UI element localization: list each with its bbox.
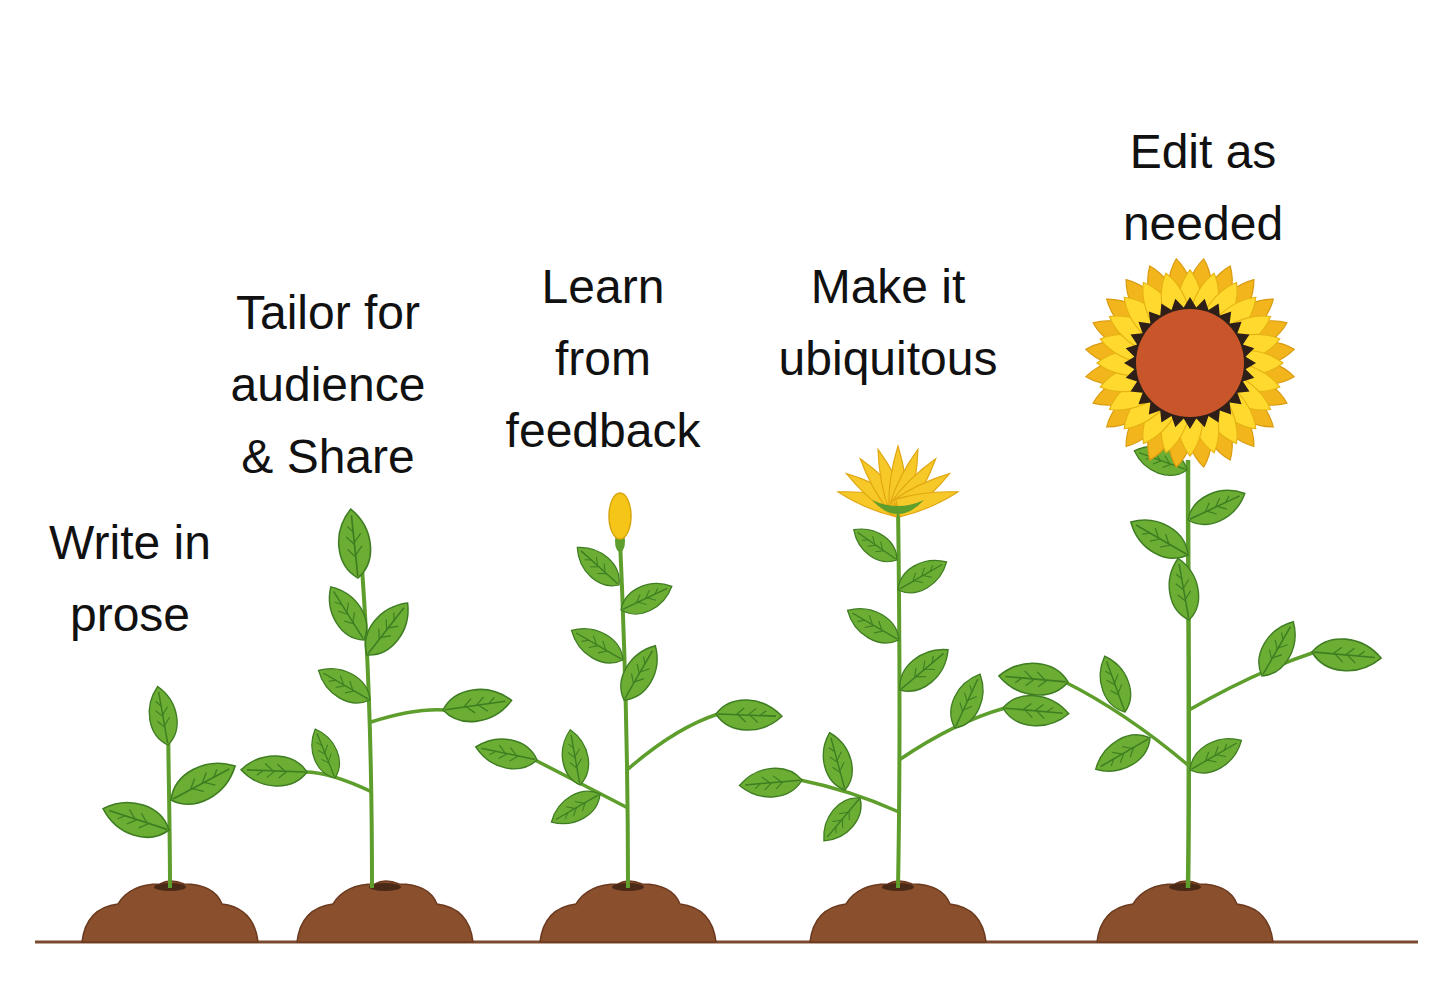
stem	[898, 505, 900, 888]
flowering-plant	[738, 446, 1070, 888]
soil-mound	[1097, 881, 1273, 942]
leaf	[312, 659, 377, 712]
sunflower-head	[1084, 257, 1296, 469]
seed-center	[1136, 309, 1244, 417]
stem	[620, 540, 628, 888]
leaf	[817, 729, 858, 793]
leaf	[612, 639, 668, 708]
leaf	[892, 551, 953, 601]
leaf	[335, 507, 374, 579]
leaf	[98, 794, 174, 845]
leaf	[841, 599, 906, 652]
leaf	[891, 639, 957, 701]
leaf	[998, 660, 1070, 697]
leaf	[144, 684, 181, 747]
leaf	[1092, 652, 1138, 717]
seed-ring	[1124, 297, 1256, 429]
stem	[1186, 460, 1191, 888]
branch	[1189, 652, 1315, 710]
soil-mound	[810, 881, 986, 942]
young-plant	[241, 507, 514, 888]
leaf	[1002, 693, 1070, 729]
leaf	[943, 668, 993, 733]
leaf	[814, 790, 870, 849]
leaf	[1089, 726, 1158, 782]
leaf	[473, 733, 540, 774]
stage-label: Edit as needed	[1083, 116, 1323, 260]
leaf	[558, 728, 593, 788]
leaf	[565, 619, 630, 672]
stage-label: Learn from feedback	[493, 251, 713, 467]
soil-mound	[297, 881, 473, 942]
soil-hole	[1169, 883, 1201, 891]
leaf	[715, 699, 782, 731]
leaf	[1250, 615, 1306, 684]
soil-mound	[82, 881, 258, 942]
branch	[305, 772, 372, 792]
leaf	[569, 538, 628, 594]
leaf	[441, 685, 514, 726]
sunflower-plant	[998, 257, 1383, 888]
leaf	[241, 755, 308, 787]
leaf	[616, 575, 678, 622]
stage-label: Tailor for audience & Share	[213, 277, 443, 493]
leaf	[1123, 509, 1195, 568]
branch	[627, 714, 718, 770]
sepal	[872, 500, 924, 514]
leaf	[304, 725, 346, 783]
leaf	[163, 751, 243, 814]
soil-mound	[540, 881, 716, 942]
flower-bud	[609, 493, 631, 539]
leaf	[355, 594, 419, 664]
leaf	[1182, 481, 1251, 533]
leaf	[738, 766, 803, 800]
leaf	[1183, 729, 1248, 782]
seedling	[98, 684, 243, 888]
small-flower	[836, 446, 960, 517]
stage-label: Make it ubiquitous	[748, 251, 1028, 395]
stage-label: Write in prose	[20, 507, 240, 651]
soil-mounds	[82, 881, 1273, 942]
branch	[371, 710, 445, 722]
budding-plant	[473, 493, 783, 888]
leaf	[1311, 636, 1383, 673]
leaf	[545, 783, 606, 833]
leaf	[847, 520, 904, 570]
leaf	[1164, 556, 1203, 623]
